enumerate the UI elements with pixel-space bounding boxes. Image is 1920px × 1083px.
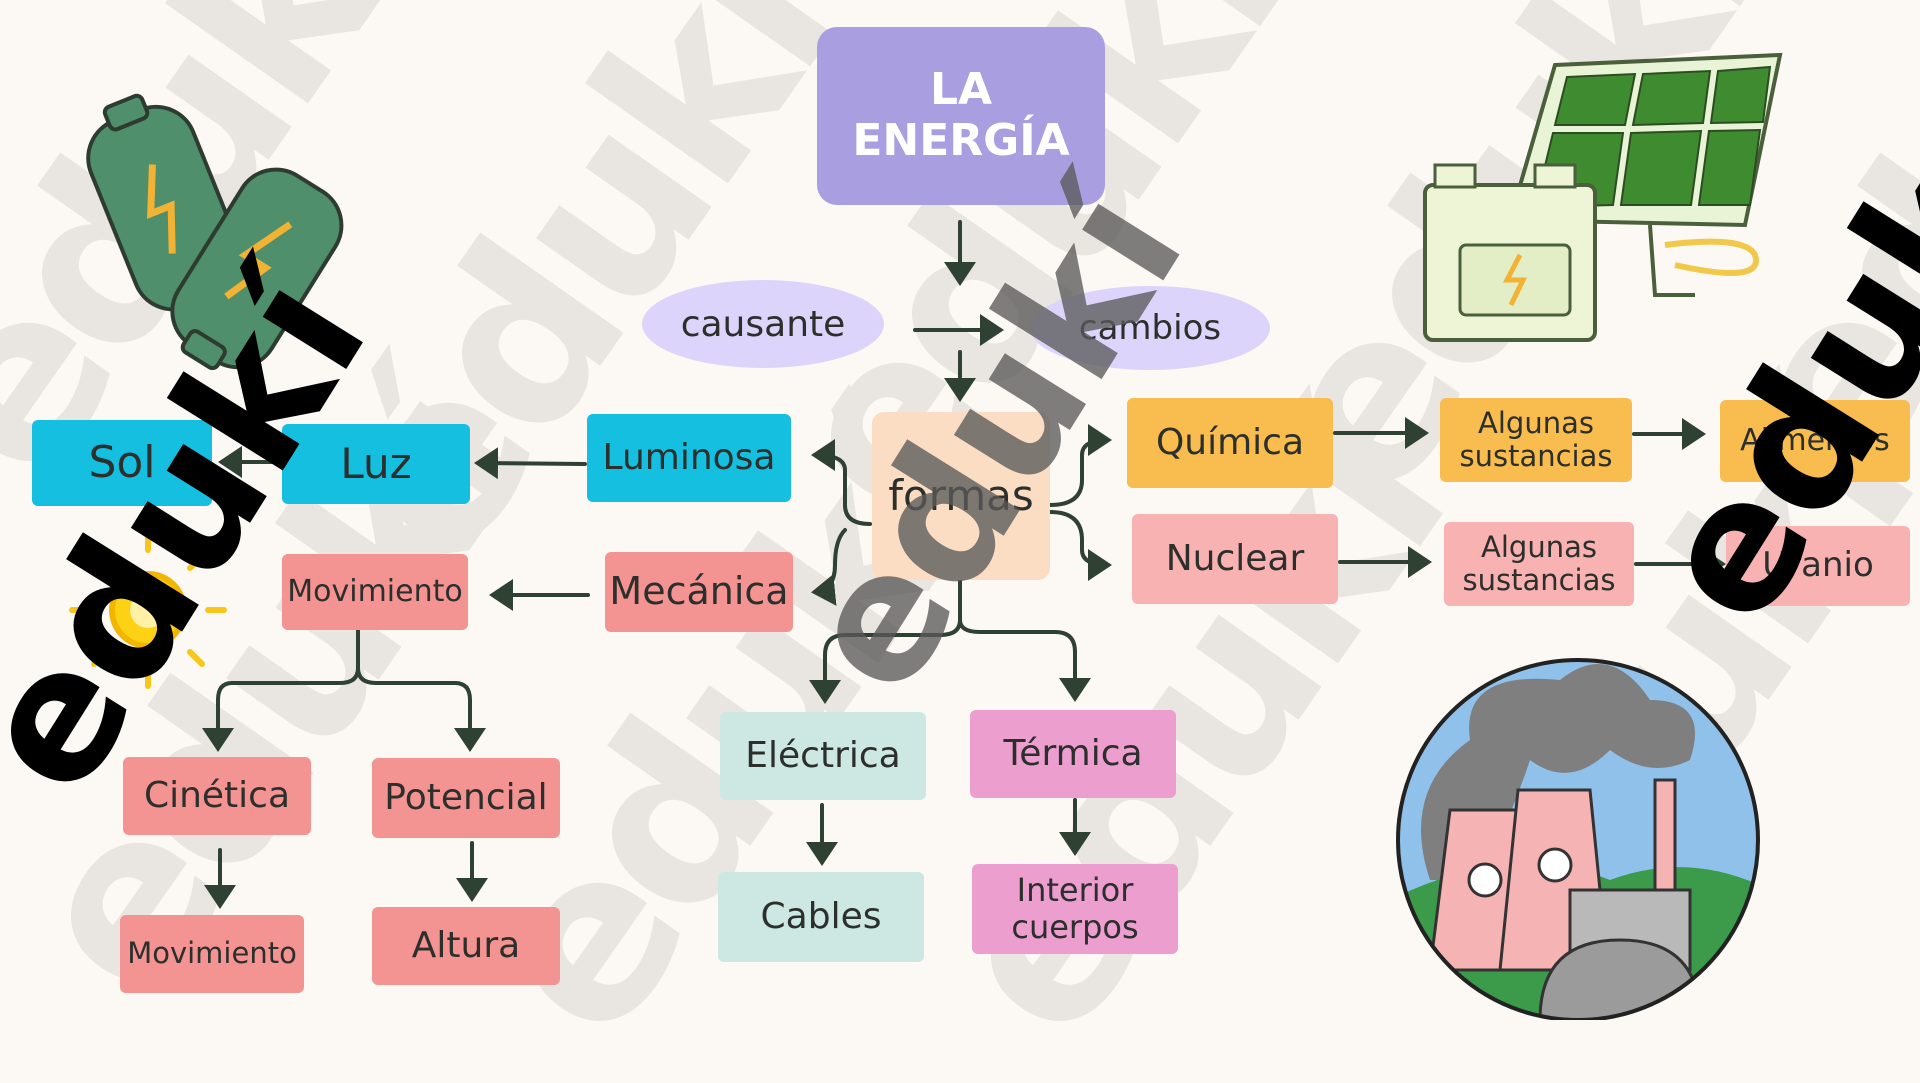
quimica-label: Química	[1155, 422, 1305, 464]
termica-label: Térmica	[1003, 733, 1143, 775]
luz-label: Luz	[340, 438, 412, 488]
electrica-box: Eléctrica	[720, 712, 926, 800]
alimentos-label: Alimentos	[1740, 422, 1890, 458]
formas-label: formas	[888, 470, 1034, 520]
quimica-box: Química	[1127, 398, 1333, 488]
mecanica-label: Mecánica	[609, 569, 789, 614]
uranio-box: Uranio	[1726, 526, 1910, 606]
movimiento-label: Movimiento	[287, 573, 463, 609]
nuclear-plant-illustration	[1396, 658, 1760, 1020]
nuclear-label: Nuclear	[1165, 538, 1305, 580]
luminosa-label: Luminosa	[602, 437, 776, 479]
sol-label: Sol	[88, 436, 156, 488]
cables-label: Cables	[760, 896, 882, 938]
sol-box: Sol	[32, 420, 212, 506]
cinetica-label: Cinética	[143, 775, 291, 817]
causante-label: causante	[680, 303, 846, 345]
potencial-box: Potencial	[372, 758, 560, 838]
altura-label: Altura	[411, 925, 521, 967]
termica-box: Térmica	[970, 710, 1176, 798]
algunas-sustancias-2-label: Algunas sustancias	[1462, 529, 1616, 597]
alimentos-box: Alimentos	[1720, 400, 1910, 482]
movimiento-sub-box: Movimiento	[120, 915, 304, 993]
solar-panel-illustration	[1423, 52, 1783, 342]
potencial-label: Potencial	[384, 777, 548, 819]
batteries-illustration	[86, 93, 344, 370]
movimiento-sub-label: Movimiento	[127, 936, 297, 971]
page-title: LA ENERGÍA	[852, 64, 1070, 166]
sun-icon	[69, 531, 227, 689]
luz-box: Luz	[282, 424, 470, 504]
interior-label: Interior cuerpos	[1011, 871, 1139, 946]
interior-box: Interior cuerpos	[972, 864, 1178, 954]
algunas-sustancias-2-box: Algunas sustancias	[1444, 522, 1634, 606]
algunas-sustancias-1-label: Algunas sustancias	[1459, 405, 1613, 473]
causante-oval: causante	[642, 280, 884, 368]
movimiento-box: Movimiento	[282, 554, 468, 630]
mecanica-box: Mecánica	[605, 552, 793, 632]
cambios-oval: cambios	[1030, 286, 1270, 370]
electrica-label: Eléctrica	[745, 735, 901, 777]
luminosa-box: Luminosa	[587, 414, 791, 502]
cables-box: Cables	[718, 872, 924, 962]
cambios-label: cambios	[1078, 308, 1222, 348]
nuclear-box: Nuclear	[1132, 514, 1338, 604]
cinetica-box: Cinética	[123, 757, 311, 835]
algunas-sustancias-1-box: Algunas sustancias	[1440, 398, 1632, 482]
altura-box: Altura	[372, 907, 560, 985]
uranio-label: Uranio	[1762, 545, 1874, 586]
title-box: LA ENERGÍA	[817, 27, 1105, 205]
formas-box: formas	[872, 412, 1050, 580]
